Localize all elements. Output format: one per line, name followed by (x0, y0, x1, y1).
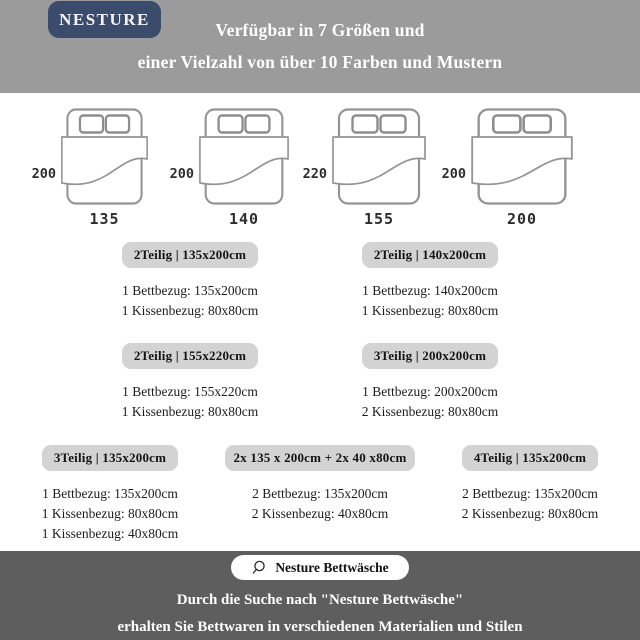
size-badge: 4Teilig | 135x200cm (461, 445, 599, 471)
bed-diagram-200x200: 200 200 (442, 108, 574, 228)
set-card-3teilig-135x200: 3Teilig | 135x200cm 1 Bettbezug: 135x200… (0, 445, 220, 544)
sets-row-2: 2Teilig | 155x220cm 1 Bettbezug: 155x220… (70, 343, 550, 422)
bed-width-label: 135 (89, 210, 120, 228)
bed-length-label: 200 (31, 166, 56, 182)
bed-length-label: 200 (441, 166, 466, 182)
set-detail-line: 1 Bettbezug: 140x200cm (362, 283, 498, 298)
footer-band: Nesture Bettwäsche Durch die Suche nach … (0, 551, 640, 640)
size-badge: 3Teilig | 135x200cm (41, 445, 179, 471)
bed-diagram-155x220: 220 155 (303, 108, 427, 228)
set-detail-line: 1 Kissenbezug: 80x80cm (41, 506, 179, 521)
sets-row-3: 3Teilig | 135x200cm 1 Bettbezug: 135x200… (0, 445, 640, 544)
sets-row-1: 2Teilig | 135x200cm 1 Bettbezug: 135x200… (70, 242, 550, 321)
set-detail-line: 1 Kissenbezug: 40x80cm (41, 526, 179, 541)
bed-size-diagrams: 200 135 200 140 220 (0, 93, 640, 230)
set-card-2teilig-135x200: 2Teilig | 135x200cm 1 Bettbezug: 135x200… (70, 242, 310, 321)
bed-length-label: 220 (302, 166, 327, 182)
set-card-3teilig-200x200: 3Teilig | 200x200cm 1 Bettbezug: 200x200… (310, 343, 550, 422)
brand-name: NESTURE (59, 9, 150, 29)
set-card-double-pack: 2x 135 x 200cm + 2x 40 x80cm 2 Bettbezug… (220, 445, 420, 544)
size-badge: 2x 135 x 200cm + 2x 40 x80cm (224, 445, 416, 471)
header-titles: Verfügbar in 7 Größen und einer Vielzahl… (0, 0, 640, 74)
set-detail-line: 2 Bettbezug: 135x200cm (462, 486, 598, 501)
set-detail-line: 1 Kissenbezug: 80x80cm (121, 303, 259, 318)
set-detail-line: 1 Kissenbezug: 80x80cm (361, 303, 499, 318)
bed-width-label: 155 (363, 210, 395, 228)
bed-length-label: 200 (169, 166, 194, 182)
bed-diagram-135x200: 200 135 (32, 108, 149, 228)
size-badge: 2Teilig | 135x200cm (121, 242, 259, 268)
bed-icon (199, 108, 289, 205)
bed-width-label: 200 (506, 210, 538, 228)
search-button[interactable]: Nesture Bettwäsche (231, 555, 409, 580)
bed-icon (61, 108, 148, 205)
size-badge: 2Teilig | 155x220cm (121, 343, 259, 369)
set-detail-line: 1 Bettbezug: 200x200cm (362, 384, 498, 399)
set-card-2teilig-140x200: 2Teilig | 140x200cm 1 Bettbezug: 140x200… (310, 242, 550, 321)
set-card-4teilig-135x200: 4Teilig | 135x200cm 2 Bettbezug: 135x200… (420, 445, 640, 544)
bed-icon (332, 108, 426, 205)
size-badge: 3Teilig | 200x200cm (361, 343, 499, 369)
footer-text-line-2: erhalten Sie Bettwaren in verschiedenen … (117, 619, 523, 635)
bed-diagram-140x200: 200 140 (170, 108, 290, 228)
brand-logo: NESTURE (48, 1, 161, 38)
set-detail-line: 1 Bettbezug: 135x200cm (42, 486, 178, 501)
footer-text-line-1: Durch die Suche nach "Nesture Bettwäsche… (176, 592, 464, 608)
header-band: NESTURE Verfügbar in 7 Größen und einer … (0, 0, 640, 93)
set-detail-line: 2 Kissenbezug: 80x80cm (361, 404, 499, 419)
search-icon (253, 560, 266, 574)
title-line-2: einer Vielzahl von über 10 Farben und Mu… (137, 52, 503, 72)
set-detail-line: 1 Bettbezug: 155x220cm (122, 384, 258, 399)
set-detail-line: 1 Bettbezug: 135x200cm (122, 283, 258, 298)
title-line-1: Verfügbar in 7 Größen und (215, 20, 425, 40)
search-label: Nesture Bettwäsche (275, 559, 389, 575)
size-badge: 2Teilig | 140x200cm (361, 242, 499, 268)
bed-icon (471, 108, 573, 205)
set-detail-line: 1 Kissenbezug: 80x80cm (121, 404, 259, 419)
bed-width-label: 140 (228, 210, 260, 228)
set-detail-line: 2 Kissenbezug: 40x80cm (251, 506, 389, 521)
set-detail-line: 2 Bettbezug: 135x200cm (252, 486, 388, 501)
set-detail-line: 2 Kissenbezug: 80x80cm (461, 506, 599, 521)
set-card-2teilig-155x220: 2Teilig | 155x220cm 1 Bettbezug: 155x220… (70, 343, 310, 422)
